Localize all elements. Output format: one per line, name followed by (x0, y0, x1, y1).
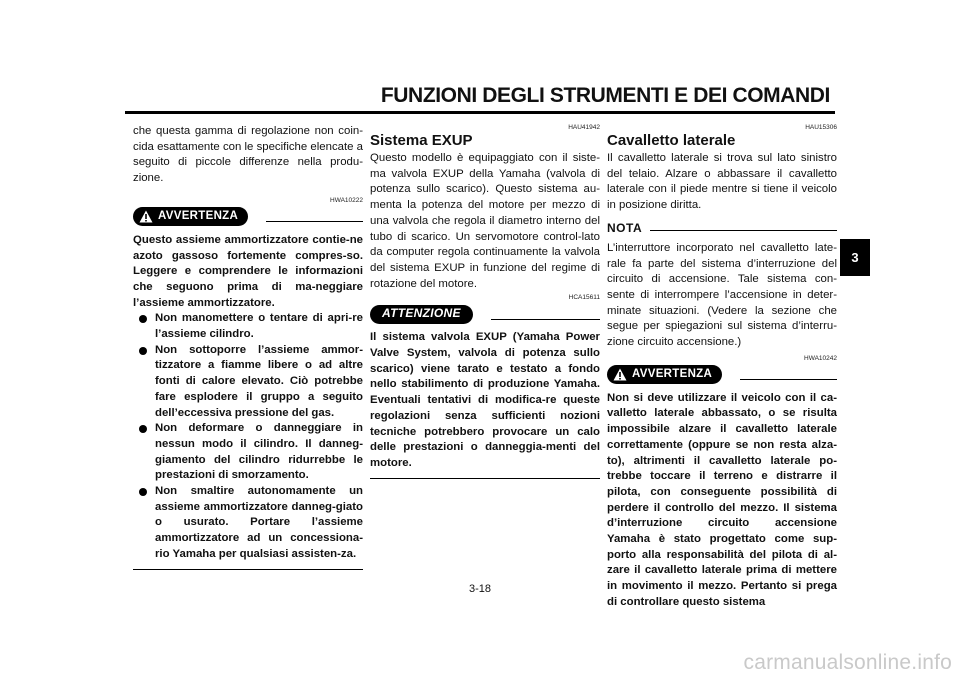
chapter-tab[interactable]: 3 (840, 239, 870, 276)
section-code: HAU15306 (805, 124, 837, 131)
column-1: che questa gamma di regolazione non coin… (133, 124, 363, 570)
bullet-item: Non manomettere o tentare di apri-re l’a… (133, 311, 363, 342)
bullet-item: Non deformare o danneggiare in nessun mo… (133, 421, 363, 484)
bullet-dot-icon (139, 346, 147, 355)
page-header-title: FUNZIONI DEGLI STRUMENTI E DEI COMANDI (380, 84, 831, 107)
attention-header: ATTENZIONE (370, 304, 600, 324)
column-2: HAU41942 Sistema EXUP Questo modello è e… (370, 124, 600, 479)
bullet-dot-icon (139, 425, 147, 434)
warning-text: Questo assieme ammortizzatore contie-ne … (133, 233, 363, 309)
warning-bullets: Non manomettere o tentare di apri-re l’a… (133, 311, 363, 562)
page-number: 3-18 (468, 583, 492, 595)
warning-triangle-icon (139, 210, 153, 223)
bullet-dot-icon (139, 315, 147, 324)
bullet-item: Non sottoporre l’assieme ammor-tizzatore… (133, 343, 363, 422)
exup-body: Questo modello è equipaggiato con il sis… (370, 152, 600, 290)
attention-code: HCA15611 (568, 294, 600, 302)
note-rule (650, 230, 837, 232)
warning-header: AVVERTENZA (133, 207, 363, 227)
header-rule (125, 111, 835, 114)
sidestand-body: Il cavalletto laterale si trova sul lato… (607, 152, 837, 212)
warning-header: AVVERTENZA (607, 365, 837, 385)
attention-text: Il sistema valvola EXUP (Yamaha Power Va… (370, 331, 600, 469)
attention-badge: ATTENZIONE (370, 304, 473, 324)
column-3: HAU15306 Cavalletto laterale Il cavallet… (607, 124, 837, 611)
warning-triangle-icon (613, 368, 627, 381)
note-text: L’interruttore incorporato nel cavallett… (607, 241, 837, 349)
attention-end-rule (370, 477, 600, 479)
warning-code: HWA10222 (330, 196, 363, 204)
warning-badge: AVVERTENZA (133, 207, 249, 227)
note-header: NOTA (607, 220, 837, 238)
intro-paragraph: che questa gamma di regolazione non coin… (133, 125, 363, 185)
warning-label: AVVERTENZA (632, 367, 713, 380)
warning-end-rule (133, 568, 363, 570)
note-label: NOTA (607, 220, 643, 235)
warning-text: Non si deve utilizzare il veicolo con il… (607, 391, 837, 608)
attention-rule (490, 318, 600, 320)
section-title-sidestand: Cavalletto laterale (607, 132, 736, 149)
warning-badge: AVVERTENZA (607, 365, 723, 385)
attention-label: ATTENZIONE (382, 306, 461, 321)
bullet-dot-icon (139, 488, 147, 497)
warning-rule (740, 379, 837, 381)
bullet-item: Non smaltire autonomamente un assieme am… (133, 484, 363, 563)
section-title-exup: Sistema EXUP (370, 132, 473, 149)
watermark: carmanualsonline.info (743, 651, 952, 674)
section-code: HAU41942 (568, 124, 600, 131)
warning-label: AVVERTENZA (158, 209, 239, 222)
warning-rule (266, 221, 363, 223)
warning-code: HWA10242 (804, 354, 837, 362)
